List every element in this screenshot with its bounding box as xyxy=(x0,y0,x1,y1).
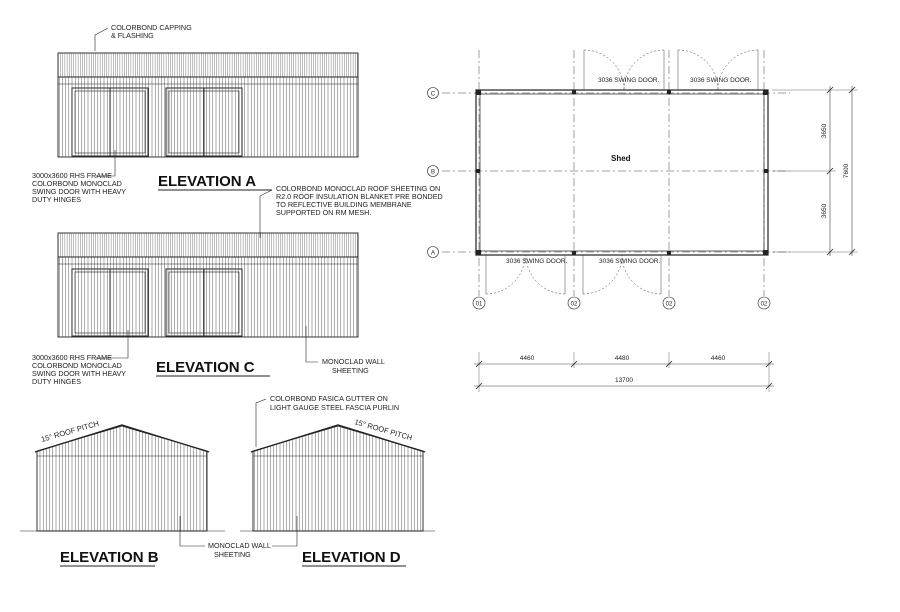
swing-door-right xyxy=(165,268,243,337)
dim-right-lower: 3650 xyxy=(821,203,828,218)
grid-bubble-02b: 02 xyxy=(662,296,676,310)
note-frame-line2: COLORBOND MONOCLAD xyxy=(32,361,122,370)
note-frame-line1: 3000x3600 RHS FRAME xyxy=(32,171,112,180)
swing-door-left xyxy=(71,268,149,337)
shed-label: Shed xyxy=(611,154,631,163)
elevation-b-title: ELEVATION B xyxy=(60,549,159,566)
grid-bubble-01: 01 xyxy=(472,296,486,310)
roof-line xyxy=(34,424,210,453)
door-label: 3036 SWING DOOR. xyxy=(506,258,568,265)
dim-bottom-1: 4460 xyxy=(520,355,535,362)
note-roof-line4: SUPPORTED ON RM MESH. xyxy=(276,208,371,217)
note-wall-line2: SHEETING xyxy=(332,366,369,375)
grid-bubble-b: B xyxy=(427,165,439,177)
note-wall-line2: SHEETING xyxy=(214,550,251,559)
note-frame-line4: DUTY HINGES xyxy=(32,195,81,204)
roof-sheeting xyxy=(57,52,359,78)
grid-bubble-02c: 02 xyxy=(757,296,771,310)
dimension-right: 3650 3650 7600 xyxy=(772,86,858,256)
svg-text:02: 02 xyxy=(761,302,768,308)
dim-right-total: 7600 xyxy=(843,163,850,178)
dimension-bottom: 4460 4480 4460 13700 xyxy=(474,352,774,392)
svg-text:01: 01 xyxy=(476,302,483,308)
shed-outline xyxy=(475,89,769,256)
swing-door-bottom-left: 3036 SWING DOOR. xyxy=(485,254,568,295)
elevation-c: COLORBOND MONOCLAD ROOF SHEETING ON R2.0… xyxy=(32,184,443,386)
swing-door-top-left: 3036 SWING DOOR. xyxy=(583,49,665,91)
note-gutter-line1: COLORBOND FASICA GUTTER ON xyxy=(270,394,388,403)
note-capping-line2: & FLASHING xyxy=(111,31,154,40)
door-label: 3036 SWING DOOR. xyxy=(598,77,660,84)
svg-text:B: B xyxy=(431,170,435,176)
roof-sheeting xyxy=(57,232,359,258)
svg-text:02: 02 xyxy=(571,302,578,308)
elevation-c-title: ELEVATION C xyxy=(156,359,255,376)
floor-plan: 3036 SWING DOOR. 3036 SWING DOOR. 3036 S… xyxy=(427,49,858,392)
swing-door-right xyxy=(165,87,243,157)
note-frame-line2: COLORBOND MONOCLAD xyxy=(32,179,122,188)
note-wall-line1: MONOCLAD WALL xyxy=(208,541,271,550)
swing-door-top-right: 3036 SWING DOOR. xyxy=(677,49,759,91)
note-frame-line1: 3000x3600 RHS FRAME xyxy=(32,353,112,362)
svg-text:02: 02 xyxy=(666,302,673,308)
elevation-a: COLORBOND CAPPING & FLASHING 3000x3600 R… xyxy=(32,23,359,204)
door-label: 3036 SWING DOOR. xyxy=(599,258,661,265)
note-frame-line4: DUTY HINGES xyxy=(32,377,81,386)
gable-wall xyxy=(252,425,424,532)
grid-bubble-c: C xyxy=(427,87,439,99)
note-capping-line1: COLORBOND CAPPING xyxy=(111,23,192,32)
dim-bottom-2: 4480 xyxy=(615,355,630,362)
note-roof-line2: R2.0 ROOF INSULATION BLANKET PRE BONDED xyxy=(276,192,443,201)
gable-wall xyxy=(36,425,208,532)
door-label: 3036 SWING DOOR. xyxy=(690,77,752,84)
dim-bottom-3: 4460 xyxy=(711,355,726,362)
dim-right-upper: 3650 xyxy=(821,123,828,138)
elevation-a-title: ELEVATION A xyxy=(158,173,256,190)
note-roof-line1: COLORBOND MONOCLAD ROOF SHEETING ON xyxy=(276,184,440,193)
swing-door-bottom-right: 3036 SWING DOOR. xyxy=(582,254,662,295)
note-wall-line1: MONOCLAD WALL xyxy=(322,357,385,366)
grid-bubble-a: A xyxy=(427,246,439,258)
swing-door-left xyxy=(71,87,149,157)
elevation-d-title: ELEVATION D xyxy=(302,549,401,566)
elevation-b: 15° ROOF PITCH ELEVATION B xyxy=(20,419,225,567)
note-frame-line3: SWING DOOR WITH HEAVY xyxy=(32,369,126,378)
note-gutter-line2: LIGHT GAUGE STEEL FASCIA PURLIN xyxy=(270,403,399,412)
dim-bottom-total: 13700 xyxy=(615,377,633,384)
roof-line xyxy=(250,424,426,453)
grid-bubble-02a: 02 xyxy=(567,296,581,310)
note-frame-line3: SWING DOOR WITH HEAVY xyxy=(32,187,126,196)
svg-text:C: C xyxy=(431,92,436,98)
note-roof-line3: TO REFLECTIVE BUILDING MEMBRANE xyxy=(276,200,412,209)
svg-text:A: A xyxy=(431,251,435,257)
